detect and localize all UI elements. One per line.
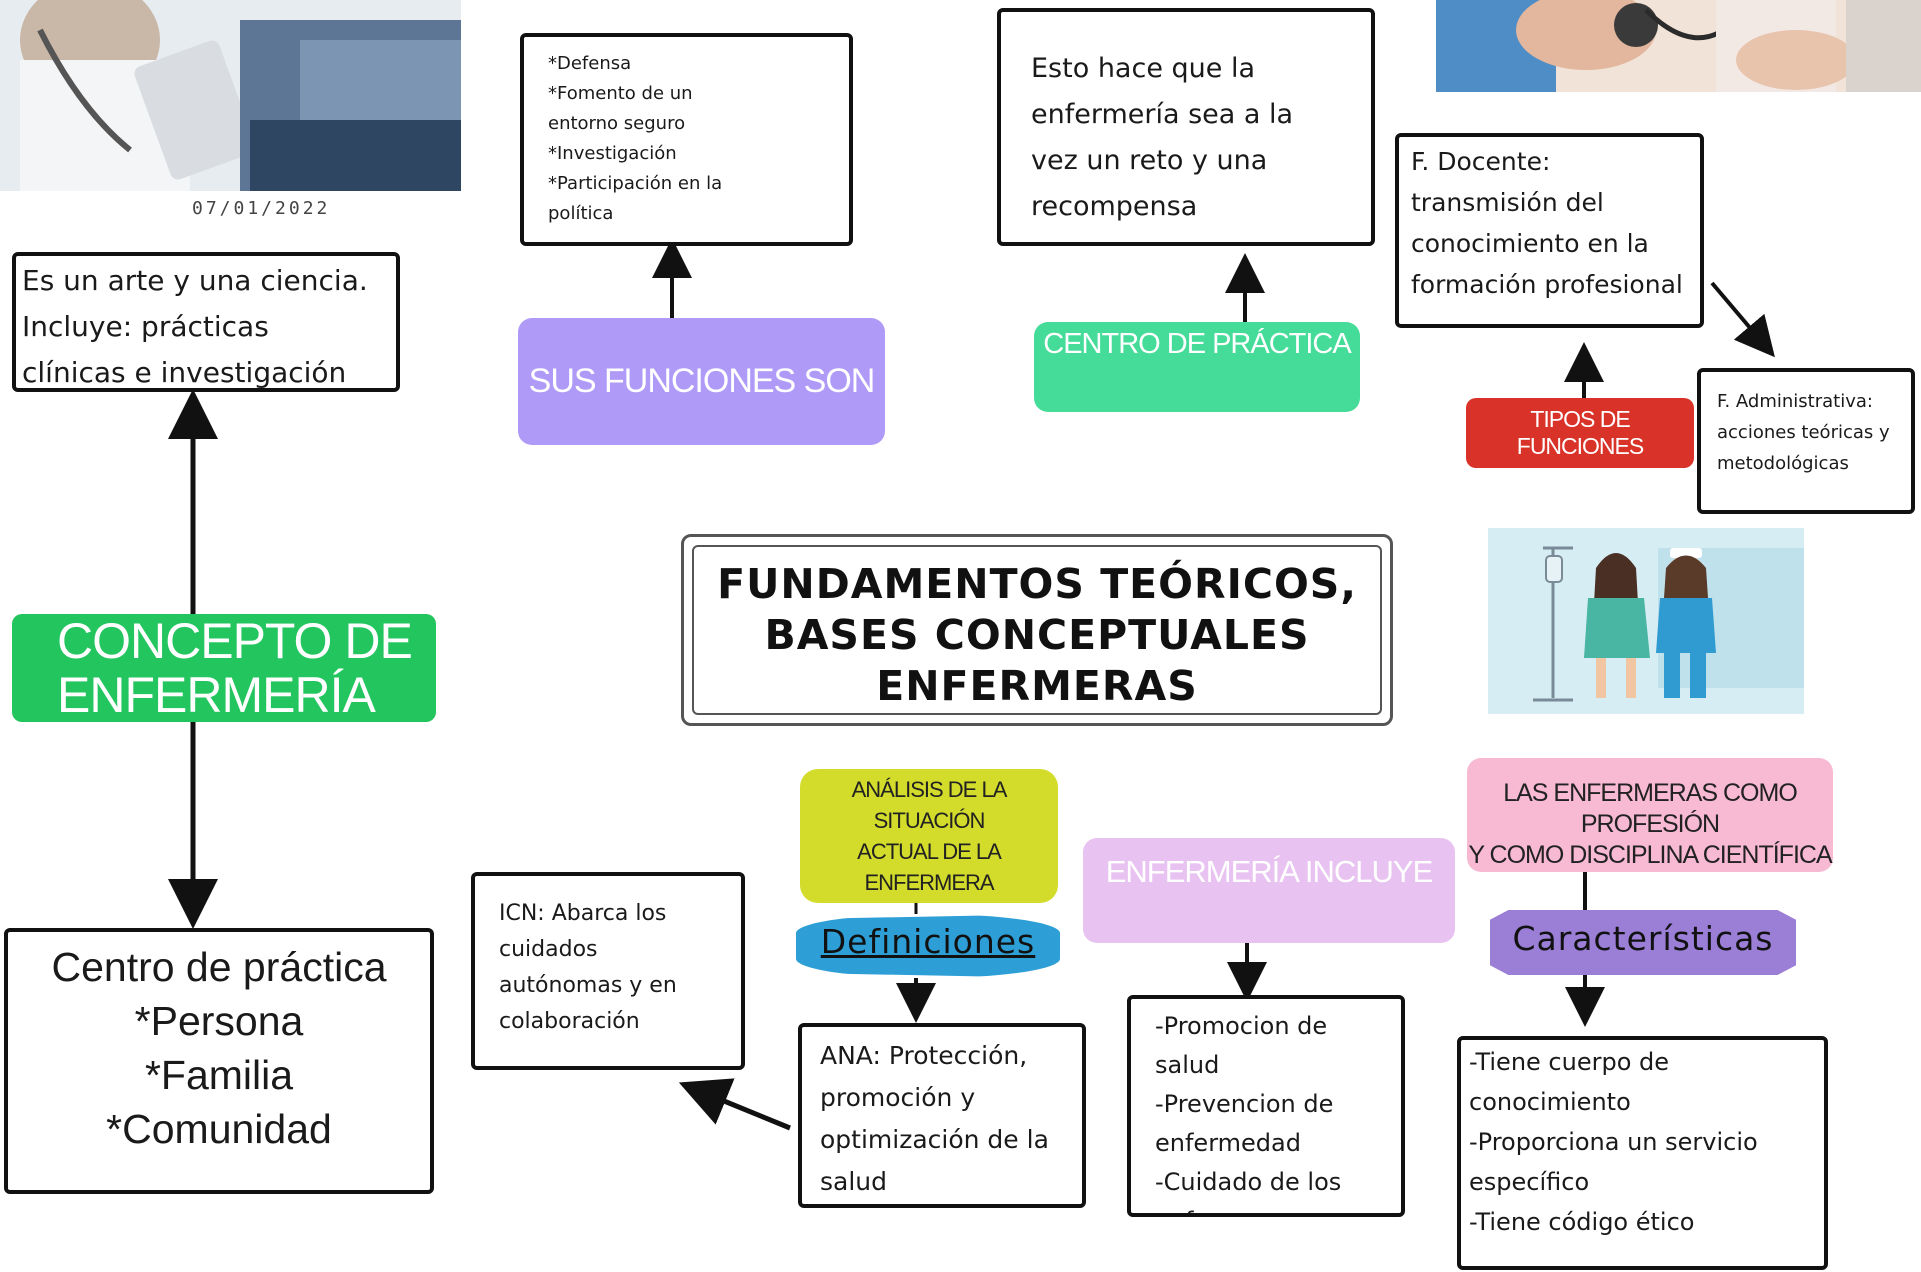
date-label: 07/01/2022 xyxy=(192,198,331,219)
nurse-photo xyxy=(0,0,461,191)
centro-practica-label: CENTRO DE PRÁCTICA xyxy=(1034,322,1360,412)
definiciones-banner xyxy=(796,914,1060,978)
concepto-label: CONCEPTO DE ENFERMERÍA xyxy=(12,614,436,722)
funciones-list-box: *Defensa *Fomento de un entorno seguro *… xyxy=(520,33,853,246)
profesion-label: LAS ENFERMERAS COMO PROFESIÓN Y COMO DIS… xyxy=(1467,758,1833,872)
concepto-centro-box: Centro de práctica *Persona *Familia *Co… xyxy=(4,928,434,1194)
arrow-docente-admin xyxy=(1710,281,1775,358)
page-title: FUNDAMENTOS TEÓRICOS, BASES CONCEPTUALES… xyxy=(717,560,1357,710)
docente-box: F. Docente: transmisión del conocimiento… xyxy=(1395,133,1704,328)
title-inner-frame xyxy=(692,545,1382,715)
caracteristicas-list-box: -Tiene cuerpo de conocimiento -Proporcio… xyxy=(1457,1036,1828,1270)
centro-practica-text-box: Esto hace que la enfermería sea a la vez… xyxy=(997,8,1375,246)
funciones-label: SUS FUNCIONES SON xyxy=(518,318,885,445)
concepto-definition-box: Es un arte y una ciencia. Incluye: práct… xyxy=(12,252,400,392)
title-frame: FUNDAMENTOS TEÓRICOS, BASES CONCEPTUALES… xyxy=(681,534,1393,726)
arrow-ana-icn xyxy=(678,1078,791,1131)
icn-box: ICN: Abarca los cuidados autónomas y en … xyxy=(471,872,745,1070)
definiciones-label: Definiciones xyxy=(820,922,1036,961)
analisis-label: ANÁLISIS DE LA SITUACIÓN ACTUAL DE LA EN… xyxy=(800,769,1058,903)
nurses-illustration xyxy=(1488,528,1804,714)
tipos-label: TIPOS DE FUNCIONES xyxy=(1466,398,1694,468)
ana-box: ANA: Protección, promoción y optimizació… xyxy=(798,1023,1086,1208)
incluye-label: ENFERMERÍA INCLUYE xyxy=(1083,838,1455,943)
blood-pressure-photo xyxy=(1436,0,1921,92)
caracteristicas-label: Características xyxy=(1512,919,1774,958)
caracteristicas-banner xyxy=(1490,910,1796,975)
incluye-list-box: -Promocion de salud -Prevencion de enfer… xyxy=(1127,995,1405,1217)
administrativa-box: F. Administrativa: acciones teóricas y m… xyxy=(1697,368,1915,514)
